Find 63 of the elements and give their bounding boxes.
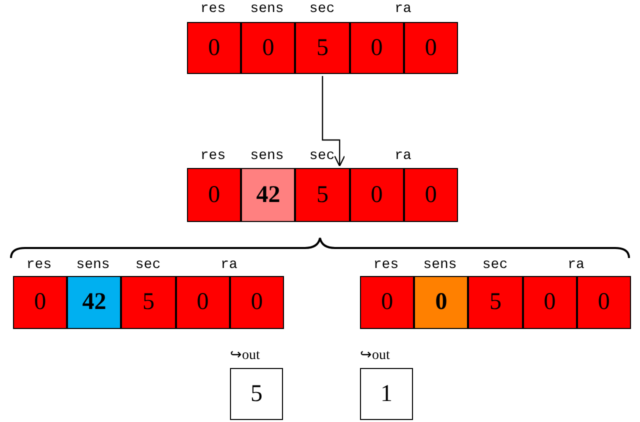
cell-value: 0 xyxy=(370,182,383,208)
cell-value: 42 xyxy=(256,182,280,208)
cell-value: 0 xyxy=(544,289,556,316)
field-name: sec xyxy=(482,257,508,273)
register-cell xyxy=(404,22,458,74)
field-name: res xyxy=(26,257,52,273)
field-name: sec xyxy=(309,148,335,164)
cell-value: 0 xyxy=(250,289,263,316)
field-name: sens xyxy=(250,148,284,164)
cell-value: 0 xyxy=(208,34,220,62)
register-cell xyxy=(414,276,468,329)
register-cell xyxy=(360,276,414,329)
register-cell xyxy=(295,168,350,222)
register-cell xyxy=(176,276,230,329)
cell-value: 0 xyxy=(262,34,274,62)
cell-value: 0 xyxy=(208,182,220,208)
field-name: sens xyxy=(76,257,110,273)
output-box xyxy=(230,368,283,420)
field-name: ra xyxy=(220,257,238,273)
cell-value: 0 xyxy=(435,289,448,316)
register-cell xyxy=(241,168,296,222)
field-name: ra xyxy=(394,1,412,17)
register-cell xyxy=(468,276,523,329)
register-cell xyxy=(187,22,242,74)
field-name: sens xyxy=(423,257,457,273)
output-label: ↪out xyxy=(230,347,260,364)
cell-value: 0 xyxy=(424,34,437,62)
field-name: sec xyxy=(309,1,335,17)
cell-value: 5 xyxy=(316,34,328,62)
transition-arrow xyxy=(322,76,346,167)
field-name: sec xyxy=(135,257,161,273)
register-cell xyxy=(350,168,404,222)
field-name: res xyxy=(373,257,399,273)
register-cell xyxy=(404,168,458,222)
register-cell xyxy=(121,276,176,329)
register-cell xyxy=(576,276,631,329)
output-box xyxy=(360,368,413,420)
register-cell xyxy=(522,276,577,329)
cell-value: 5 xyxy=(142,289,154,316)
cell-value: 0 xyxy=(424,182,437,208)
register-cell xyxy=(13,276,68,329)
register-cell xyxy=(230,276,284,329)
register-cell xyxy=(295,22,350,74)
cell-value: 5 xyxy=(316,182,328,208)
cell-value: 0 xyxy=(34,289,46,316)
cell-value: 0 xyxy=(370,34,383,62)
field-name: res xyxy=(200,148,226,164)
cell-value: 0 xyxy=(598,289,610,316)
cell-value: 42 xyxy=(82,289,106,316)
register-cell xyxy=(67,276,122,329)
cell-value: 0 xyxy=(196,289,209,316)
field-name: sens xyxy=(250,1,284,17)
cell-value: 0 xyxy=(381,289,394,316)
register-cell xyxy=(241,22,296,74)
register-cell xyxy=(187,168,242,222)
cell-value: 5 xyxy=(250,380,262,408)
output-label: ↪out xyxy=(360,347,390,364)
cell-value: 5 xyxy=(489,289,502,316)
field-name: ra xyxy=(568,257,584,273)
field-name: res xyxy=(200,1,226,17)
cell-value: 1 xyxy=(380,380,392,408)
register-cell xyxy=(350,22,404,74)
field-name: ra xyxy=(394,148,412,164)
